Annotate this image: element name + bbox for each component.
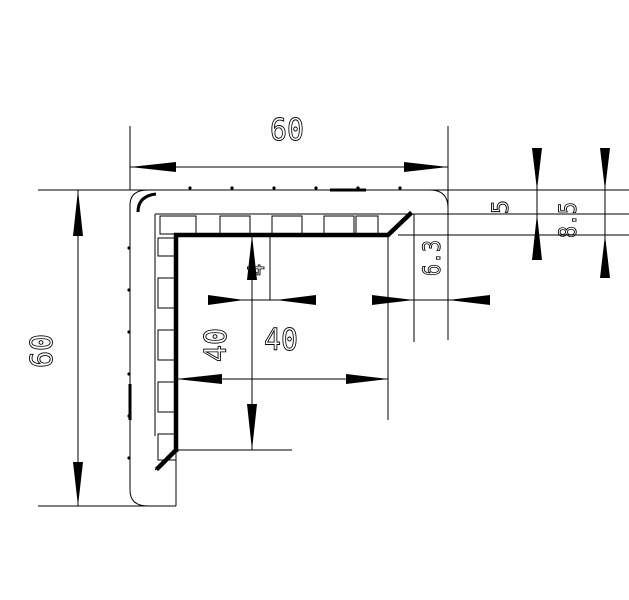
extension-lines [38,126,629,507]
dim-inner-vertical: 40 [199,235,257,450]
dim-inner-vertical-label: 40 [199,328,234,362]
dim-offset: 6.3 [372,240,490,305]
dim-lip-small-label: 5 [489,200,514,214]
dim-lip-total: 8.5 [554,148,610,278]
dim-lip-small: 5 [489,148,542,260]
dim-wall-thickness-label: 4 [245,264,270,276]
dim-inner-horizontal: 40 [176,323,388,384]
dim-overall-width-label: 60 [270,113,304,148]
dim-wall-thickness: 4 [208,264,316,305]
dim-inner-horizontal-label: 40 [264,323,298,358]
dim-offset-label: 6.3 [418,240,446,276]
dim-overall-height: 60 [25,190,83,506]
dim-overall-height-label: 60 [25,334,60,368]
dim-overall-width: 60 [130,113,448,172]
inner-angle [154,210,420,472]
dim-lip-total-label: 8.5 [554,202,582,238]
